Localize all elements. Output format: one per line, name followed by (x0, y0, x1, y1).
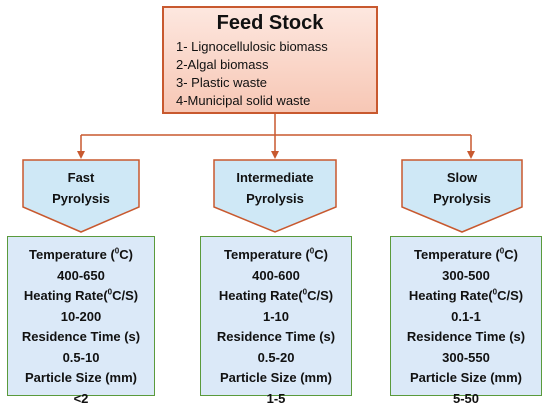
param-label-temperature: Temperature (0C) (391, 245, 541, 266)
pyrolysis-type-suffix: Pyrolysis (213, 188, 337, 209)
feed-stock-list: 1- Lignocellulosic biomass 2-Algal bioma… (176, 38, 376, 110)
param-label-residence-time: Residence Time (s) (391, 327, 541, 348)
pyrolysis-type-name: Intermediate (213, 167, 337, 188)
pyrolysis-type-fast: Fast Pyrolysis (22, 159, 140, 233)
pyrolysis-type-intermediate: Intermediate Pyrolysis (213, 159, 337, 233)
param-value-residence-time: 0.5-20 (201, 348, 351, 369)
param-value-particle-size: <2 (8, 389, 154, 409)
param-value-temperature: 300-500 (391, 266, 541, 287)
param-value-residence-time: 0.5-10 (8, 348, 154, 369)
param-label-particle-size: Particle Size (mm) (8, 368, 154, 389)
parameters-box-fast: Temperature (0C) 400-650 Heating Rate(0C… (7, 236, 155, 396)
pyrolysis-type-name: Slow (401, 167, 523, 188)
feed-stock-item: 3- Plastic waste (176, 74, 376, 92)
param-label-heating-rate: Heating Rate(0C/S) (201, 286, 351, 307)
param-label-residence-time: Residence Time (s) (8, 327, 154, 348)
param-label-residence-time: Residence Time (s) (201, 327, 351, 348)
param-value-heating-rate: 0.1-1 (391, 307, 541, 328)
feed-stock-item: 1- Lignocellulosic biomass (176, 38, 376, 56)
parameters-box-intermediate: Temperature (0C) 400-600 Heating Rate(0C… (200, 236, 352, 396)
param-value-residence-time: 300-550 (391, 348, 541, 369)
pyrolysis-type-suffix: Pyrolysis (401, 188, 523, 209)
param-value-heating-rate: 10-200 (8, 307, 154, 328)
param-value-particle-size: 5-50 (391, 389, 541, 409)
feed-stock-item: 4-Municipal solid waste (176, 92, 376, 110)
parameters-box-slow: Temperature (0C) 300-500 Heating Rate(0C… (390, 236, 542, 396)
pyrolysis-type-suffix: Pyrolysis (22, 188, 140, 209)
feed-stock-box: Feed Stock 1- Lignocellulosic biomass 2-… (162, 6, 378, 114)
param-label-temperature: Temperature (0C) (201, 245, 351, 266)
pyrolysis-type-slow: Slow Pyrolysis (401, 159, 523, 233)
param-label-heating-rate: Heating Rate(0C/S) (391, 286, 541, 307)
feed-stock-item: 2-Algal biomass (176, 56, 376, 74)
feed-stock-title: Feed Stock (164, 11, 376, 35)
param-label-temperature: Temperature (0C) (8, 245, 154, 266)
param-value-temperature: 400-650 (8, 266, 154, 287)
param-label-particle-size: Particle Size (mm) (391, 368, 541, 389)
pyrolysis-type-name: Fast (22, 167, 140, 188)
param-value-particle-size: 1-5 (201, 389, 351, 409)
param-value-heating-rate: 1-10 (201, 307, 351, 328)
param-value-temperature: 400-600 (201, 266, 351, 287)
param-label-particle-size: Particle Size (mm) (201, 368, 351, 389)
param-label-heating-rate: Heating Rate(0C/S) (8, 286, 154, 307)
